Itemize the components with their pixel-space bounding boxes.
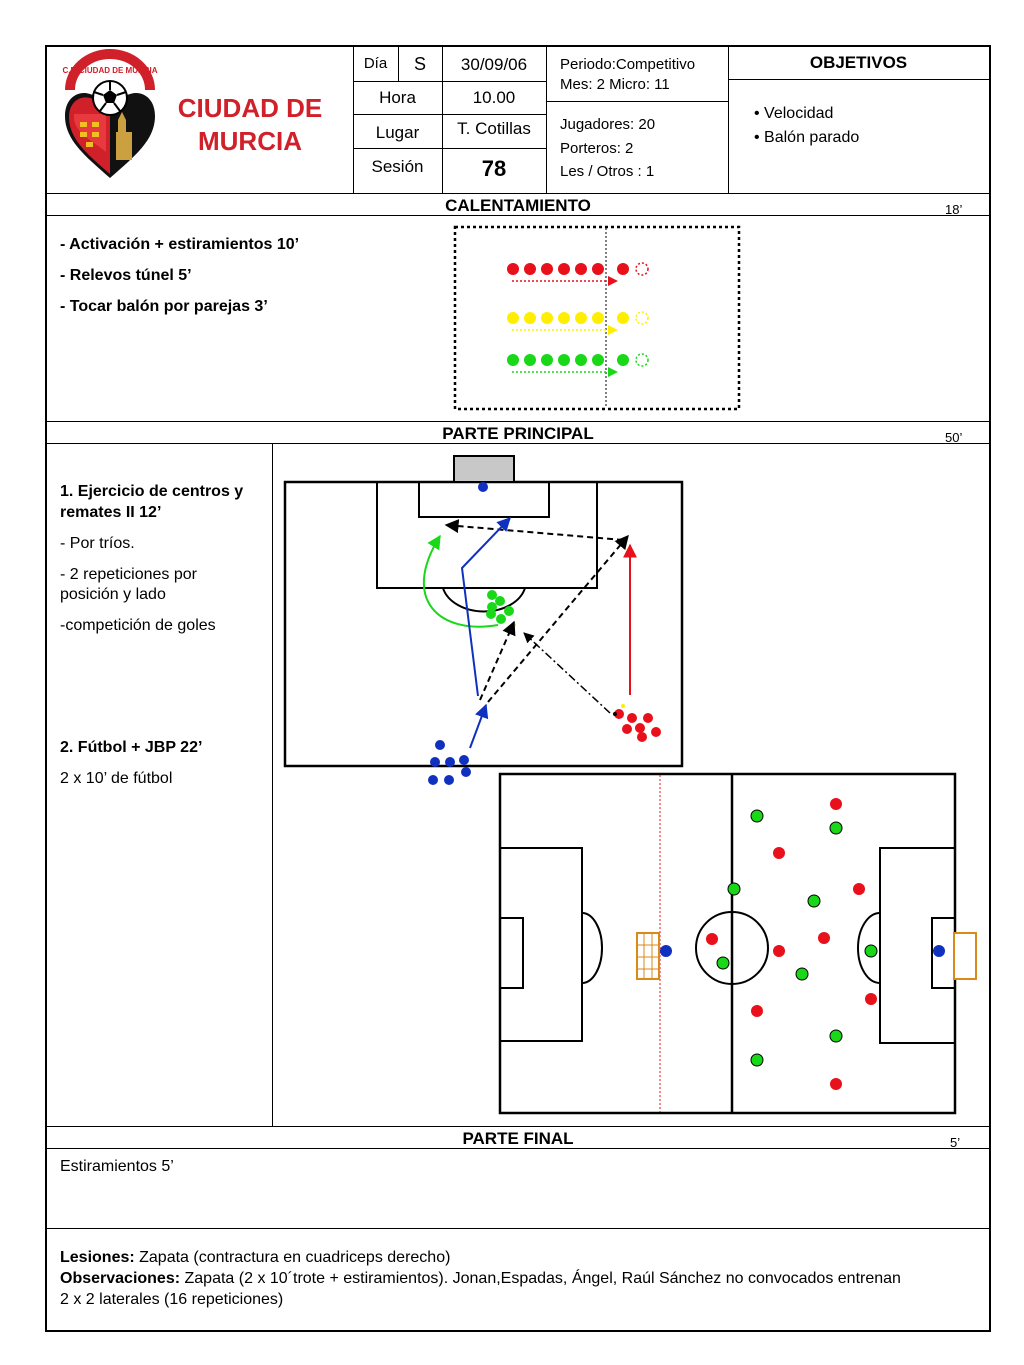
- porteros-text: Porteros: 2: [560, 140, 634, 157]
- calentamiento-item: - Relevos túnel 5’: [60, 267, 192, 284]
- crossing-drill-diagram: [283, 455, 684, 785]
- green-relay-row: [507, 353, 649, 377]
- final-title-bottom: [45, 1148, 991, 1149]
- lesiones-line: Lesiones: Zapata (contractura en cuadric…: [60, 1249, 450, 1267]
- mini-goal-right: [953, 932, 977, 980]
- header-divider-4: [728, 45, 729, 193]
- frame-top: [45, 45, 991, 47]
- lugar-label: Lugar: [375, 123, 420, 142]
- mini-goal-left: [636, 932, 660, 980]
- header-row-2: [353, 114, 546, 115]
- header-divider-3: [546, 45, 547, 193]
- ex2-detail: 2 x 10’ de fútbol: [60, 770, 173, 787]
- match-pitch-diagram: [498, 772, 977, 1115]
- principal-column-divider: [272, 443, 273, 1126]
- calentamiento-item: - Activación + estiramientos 10’: [60, 236, 300, 253]
- ex2-title: 2. Fútbol + JBP 22’: [60, 739, 203, 756]
- lugar-value: T. Cotillas: [457, 119, 531, 138]
- principal-title-bottom: [45, 443, 991, 444]
- header-row-periodo: [546, 101, 728, 102]
- calentamiento-title: CALENTAMIENTO: [445, 196, 591, 215]
- header-divider-2: [442, 45, 443, 193]
- objetivo-label: Velocidad: [764, 105, 834, 122]
- sesion-label: Sesión: [371, 157, 424, 176]
- dia-value: S: [413, 54, 426, 74]
- header-row-1: [353, 81, 546, 82]
- observaciones-label: Observaciones:: [60, 1270, 181, 1287]
- mes-micro-text: Mes: 2 Micro: 11: [560, 76, 670, 93]
- final-title: PARTE FINAL: [462, 1129, 574, 1148]
- logo-ring-text: C.F. CIUDAD DE MURCIA: [62, 66, 157, 75]
- club-name-line2: MURCIA: [198, 126, 302, 156]
- notes-top: [45, 1228, 991, 1229]
- observaciones-line2: 2 x 2 laterales (16 repeticiones): [60, 1291, 284, 1308]
- final-top: [45, 1126, 991, 1127]
- frame-left: [45, 45, 47, 1332]
- jugadores-text: Jugadores: 20: [560, 116, 656, 133]
- calentamiento-top: [45, 193, 991, 194]
- warmup-relay-diagram: [453, 225, 741, 411]
- observaciones-text: Zapata (2 x 10´trote + estiramientos). J…: [180, 1270, 901, 1287]
- yellow-relay-row: [507, 311, 649, 335]
- calentamiento-item: - Tocar balón por parejas 3’: [60, 298, 268, 315]
- ex1-title-line2: remates II 12’: [60, 504, 162, 521]
- frame-right: [989, 45, 991, 1332]
- principal-top: [45, 421, 991, 422]
- principal-title: PARTE PRINCIPAL: [442, 424, 594, 443]
- goalkeeper: [478, 482, 488, 492]
- ex1-item: - 2 repeticiones por: [60, 566, 197, 583]
- dia-label: Día: [363, 55, 388, 72]
- lesiones-text: Zapata (contractura en cuadriceps derech…: [134, 1249, 451, 1266]
- ex1-item: -competición de goles: [60, 617, 216, 634]
- ex1-item: - Por tríos.: [60, 535, 135, 552]
- hora-value: 10.00: [472, 88, 516, 107]
- observaciones-line: Observaciones: Zapata (2 x 10´trote + es…: [60, 1270, 901, 1288]
- club-name-line1: CIUDAD DE: [177, 93, 323, 123]
- lesiones-label: Lesiones:: [60, 1249, 135, 1266]
- sesion-value: 78: [481, 156, 507, 181]
- header-row-3: [353, 148, 546, 149]
- les-otros-text: Les / Otros : 1: [560, 163, 655, 180]
- calentamiento-duration: 18’: [945, 202, 963, 217]
- header-row-objetivos: [728, 79, 989, 80]
- final-text: Estiramientos 5’: [60, 1158, 174, 1175]
- objetivo-label: Balón parado: [764, 129, 860, 146]
- ex1-title-line1: 1. Ejercicio de centros y: [60, 483, 244, 500]
- objetivo-item: • Balón parado: [754, 129, 860, 146]
- hora-label: Hora: [379, 88, 416, 107]
- header-divider-1: [353, 45, 354, 193]
- periodo-text: Periodo:Competitivo: [560, 56, 696, 73]
- red-relay-row: [507, 262, 649, 286]
- objetivo-item: • Velocidad: [754, 105, 834, 122]
- objetivos-title: OBJETIVOS: [809, 53, 908, 72]
- principal-duration: 50’: [945, 430, 963, 445]
- club-logo: C.F. CIUDAD DE MURCIA: [62, 49, 158, 178]
- calentamiento-title-bottom: [45, 215, 991, 216]
- final-duration: 5’: [950, 1135, 961, 1150]
- frame-bottom: [45, 1330, 991, 1332]
- fecha-value: 30/09/06: [460, 55, 528, 74]
- ex1-item: posición y lado: [60, 586, 166, 603]
- header-divider-dia: [398, 45, 399, 81]
